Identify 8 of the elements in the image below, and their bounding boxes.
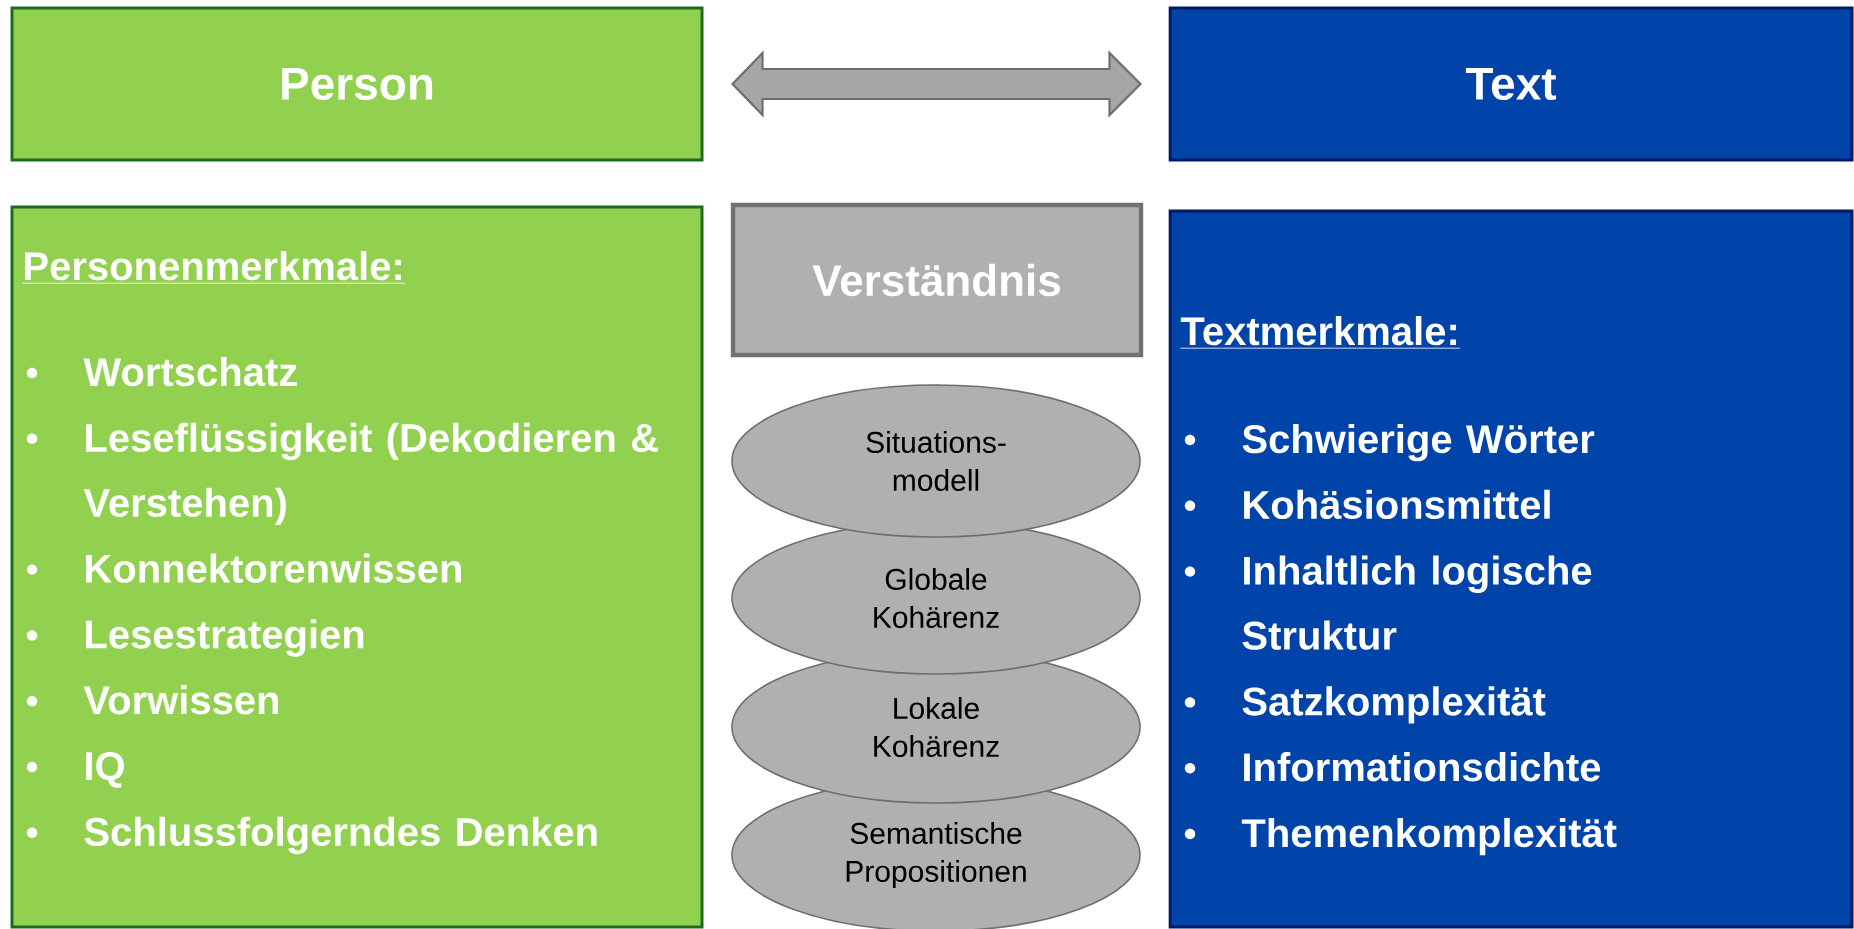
feature-panel: Textmerkmale: Schwierige Wörter Kohäsionsmittel Inhaltlich logische Struktur Satzkomplexität Informationsdichte Themenkomplexität [1168, 209, 1854, 929]
feature-panel: Personenmerkmale: Wortschatz Leseflüssigkeit (Dekodieren & Verstehen) Konnektorenwissen Lesestrategien Vorwissen IQ Schlussfolgerndes Denken [10, 205, 704, 929]
concept-box: Verständnis [730, 202, 1144, 358]
ellipse-layer: Lokale Kohärenz [731, 650, 1141, 804]
header-box: Text [1168, 6, 1854, 162]
ellipse-layer: Situations- modell [731, 384, 1141, 538]
header-box: Person [10, 6, 704, 162]
ellipse-layer: Globale Kohärenz [731, 521, 1141, 675]
